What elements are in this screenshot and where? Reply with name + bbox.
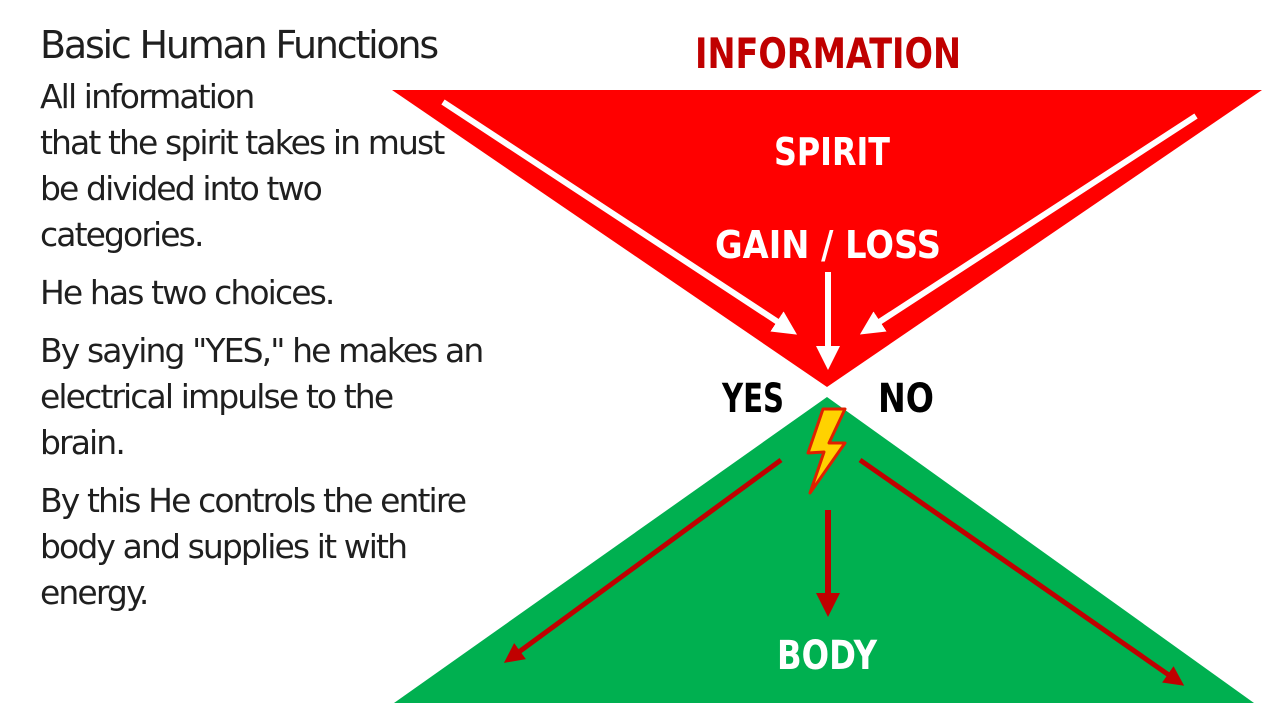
paragraph-line: body and supplies it with — [40, 527, 408, 566]
arrow-left-in — [441, 99, 798, 335]
lightning-bolt-icon — [806, 407, 847, 495]
body-label: BODY — [777, 633, 878, 679]
paragraph-line: By saying "YES," he makes an — [40, 331, 484, 370]
paragraph-control: By this He controls the entire body and … — [40, 478, 467, 616]
arrow-right-in — [859, 113, 1198, 335]
paragraph-choices: He has two choices. — [40, 270, 460, 316]
paragraph-line: be divided into two — [40, 169, 323, 208]
paragraph-line: energy. — [40, 573, 149, 612]
information-label: INFORMATION — [695, 29, 961, 78]
text-panel: Basic Human Functions All information th… — [40, 22, 484, 628]
body-triangle — [394, 397, 1254, 703]
paragraph-line: categories. — [40, 215, 204, 254]
spirit-label: SPIRIT — [774, 130, 890, 174]
paragraph-information: All information that the spirit takes in… — [40, 74, 460, 258]
gain-loss-label: GAIN / LOSS — [715, 223, 941, 267]
slide-title: Basic Human Functions — [40, 23, 439, 67]
no-label: NO — [878, 376, 934, 422]
paragraph-line: electrical impulse to the — [40, 377, 394, 416]
paragraph-yes: By saying "YES," he makes an electrical … — [40, 328, 484, 466]
arrow-right-out — [858, 457, 1185, 686]
paragraph-line: By this He controls the entire — [40, 481, 467, 520]
paragraph-line: He has two choices. — [40, 273, 335, 312]
paragraph-line: brain. — [40, 423, 126, 462]
yes-label: YES — [721, 376, 784, 422]
arrow-left-out — [503, 457, 783, 663]
paragraph-line: that the spirit takes in must — [40, 123, 445, 162]
paragraph-line: All information — [40, 77, 255, 116]
spirit-triangle — [392, 90, 1262, 387]
